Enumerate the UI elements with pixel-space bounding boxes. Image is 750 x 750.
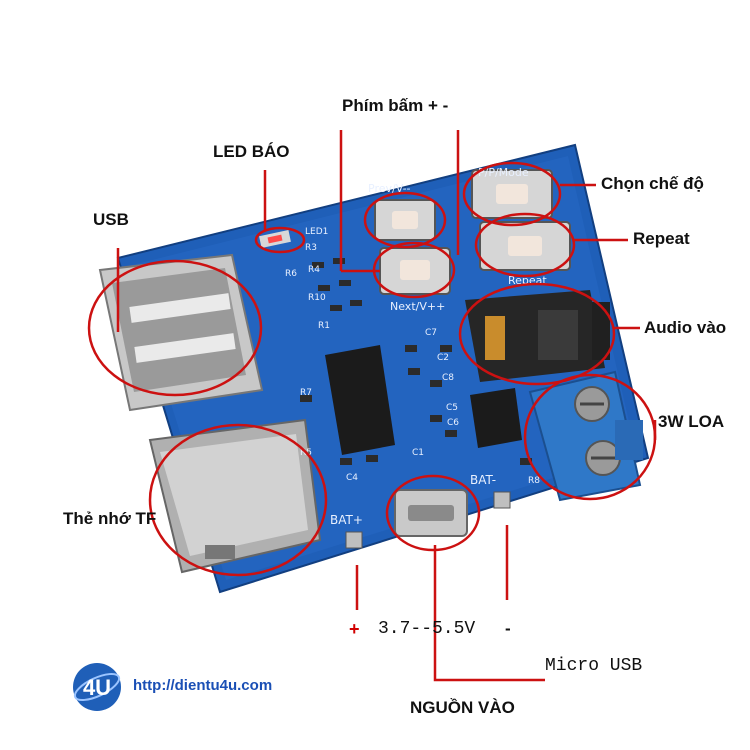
- svg-text:C6: C6: [447, 418, 459, 428]
- led-highlight: [254, 226, 306, 254]
- svg-text:BAT+: BAT+: [330, 513, 363, 527]
- svg-text:C8: C8: [442, 373, 454, 383]
- speaker-terminal: [528, 370, 643, 502]
- svg-text:P/P/Mode: P/P/Mode: [478, 166, 529, 179]
- micro-usb-port: [394, 489, 468, 537]
- prev-button-highlight: [363, 191, 447, 249]
- audio-jack: [465, 290, 610, 382]
- usb-label: USB: [93, 210, 129, 229]
- svg-text:BAT-: BAT-: [470, 473, 496, 487]
- svg-text:R4: R4: [308, 265, 320, 275]
- svg-text:C1: C1: [412, 448, 424, 458]
- mode-label: Chọn chế độ: [601, 174, 704, 193]
- power-in-label: NGUỒN VÀO: [410, 698, 515, 717]
- tf-card-label: Thẻ nhớ TF: [63, 509, 157, 528]
- audio-jack-highlight: [458, 282, 616, 386]
- voltage-range: 3.7--5.5V: [378, 619, 476, 639]
- usb-highlight: [87, 259, 263, 397]
- svg-text:Prev/V--: Prev/V--: [368, 182, 411, 195]
- svg-text:R7: R7: [300, 388, 312, 398]
- repeat-label: Repeat: [633, 229, 690, 248]
- svg-text:C4: C4: [346, 473, 358, 483]
- buttons-label: Phím bấm + -: [342, 96, 449, 115]
- svg-text:R8: R8: [528, 476, 540, 486]
- tf-card-highlight: [148, 423, 328, 577]
- svg-text:Next/V++: Next/V++: [390, 300, 445, 313]
- micro-usb-highlight: [385, 474, 481, 552]
- usb-a-connector: [98, 253, 264, 412]
- svg-text:LED1: LED1: [305, 227, 328, 237]
- silkscreen-text: LED1 R3 R6 R4 R10 R1 R7 R5 R8 C1 C2 C4 C…: [285, 166, 547, 527]
- audio-label: Audio vào: [644, 318, 727, 337]
- voltage-minus-sign: -: [505, 619, 511, 638]
- micro-usb-label: Micro USB: [545, 656, 643, 676]
- svg-text:R3: R3: [305, 243, 317, 253]
- svg-text:R6: R6: [285, 269, 297, 279]
- annotation-ellipses: [87, 161, 657, 577]
- svg-text:C5: C5: [446, 403, 458, 413]
- mode-button-highlight: [462, 161, 562, 227]
- svg-text:C7: C7: [425, 328, 437, 338]
- svg-text:R1: R1: [318, 321, 330, 331]
- tactile-buttons: [374, 169, 571, 295]
- voltage-plus-sign: +: [349, 619, 360, 639]
- speaker-label: 3W LOA: [658, 412, 725, 431]
- svg-text:C2: C2: [437, 353, 449, 363]
- ic-chips: [259, 230, 522, 455]
- website-url[interactable]: http://dientu4u.com: [133, 677, 273, 694]
- led-label: LED BÁO: [213, 142, 290, 161]
- dientu4u-logo: 4U: [73, 663, 121, 711]
- annotation-lines: [116, 130, 657, 682]
- repeat-button-highlight: [474, 212, 576, 278]
- smd-parts: [300, 258, 532, 465]
- svg-text:4U: 4U: [83, 675, 111, 700]
- svg-text:R10: R10: [308, 293, 326, 303]
- battery-pads: [345, 491, 511, 549]
